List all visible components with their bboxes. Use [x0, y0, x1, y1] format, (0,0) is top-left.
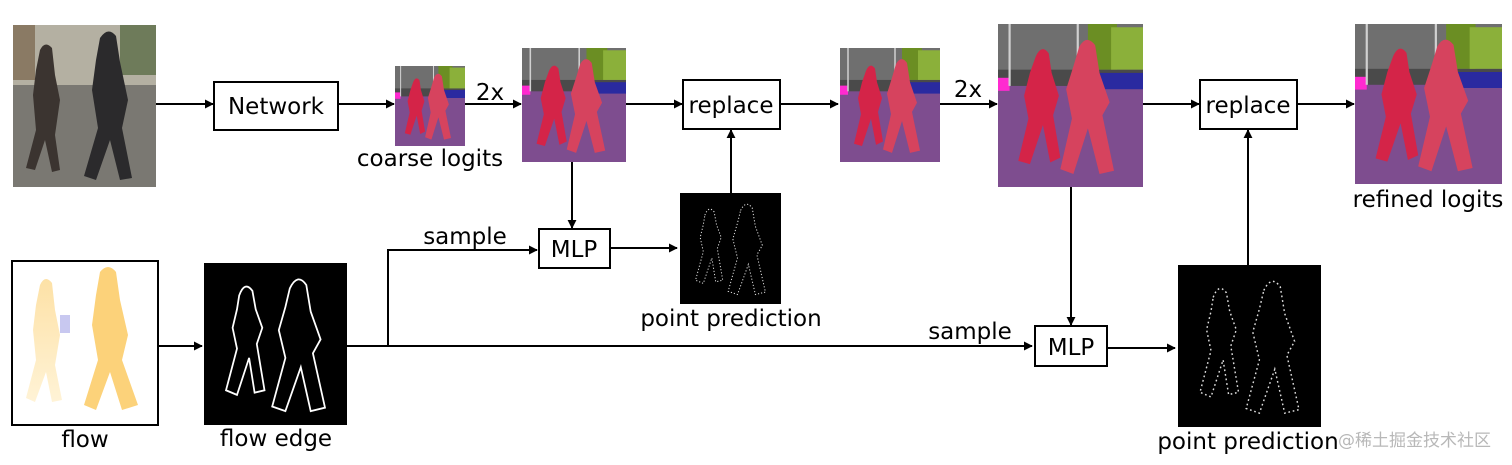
upsample-label-2: 2x — [954, 77, 982, 103]
network-box: Network — [213, 81, 339, 131]
input-image — [13, 25, 156, 187]
point-prediction-image-2 — [1178, 265, 1321, 427]
replaced-logits-image-1 — [840, 48, 940, 162]
mlp-box-1: MLP — [538, 228, 611, 269]
flow-caption: flow — [61, 427, 108, 453]
upsampled-logits-image-1 — [522, 48, 626, 162]
refined-logits-image — [1355, 24, 1502, 184]
upsample-label-1: 2x — [476, 80, 504, 106]
mlp-label-1: MLP — [551, 237, 598, 263]
watermark: @稀土掘金技术社区 — [1338, 431, 1491, 451]
upsampled-logits-image-2 — [998, 24, 1143, 187]
refined-logits-caption: refined logits — [1353, 187, 1504, 213]
replace-label-2: replace — [1206, 93, 1291, 119]
point-prediction-image-1 — [680, 193, 781, 304]
replace-label-1: replace — [689, 93, 774, 119]
flow-image — [11, 260, 159, 426]
point-prediction-caption-1: point prediction — [640, 306, 821, 332]
coarse-logits-image — [395, 66, 465, 146]
mlp-box-2: MLP — [1034, 325, 1108, 367]
flow-edge-caption: flow edge — [220, 426, 332, 452]
mlp-label-2: MLP — [1048, 335, 1095, 361]
point-prediction-caption-2: point prediction — [1157, 429, 1338, 455]
sample-label-1: sample — [423, 224, 507, 250]
flow-edge-image — [204, 263, 347, 425]
replace-box-1: replace — [682, 79, 781, 130]
replace-box-2: replace — [1199, 79, 1298, 130]
coarse-logits-caption: coarse logits — [357, 146, 503, 172]
network-label: Network — [228, 94, 325, 120]
sample-label-2: sample — [928, 319, 1012, 345]
